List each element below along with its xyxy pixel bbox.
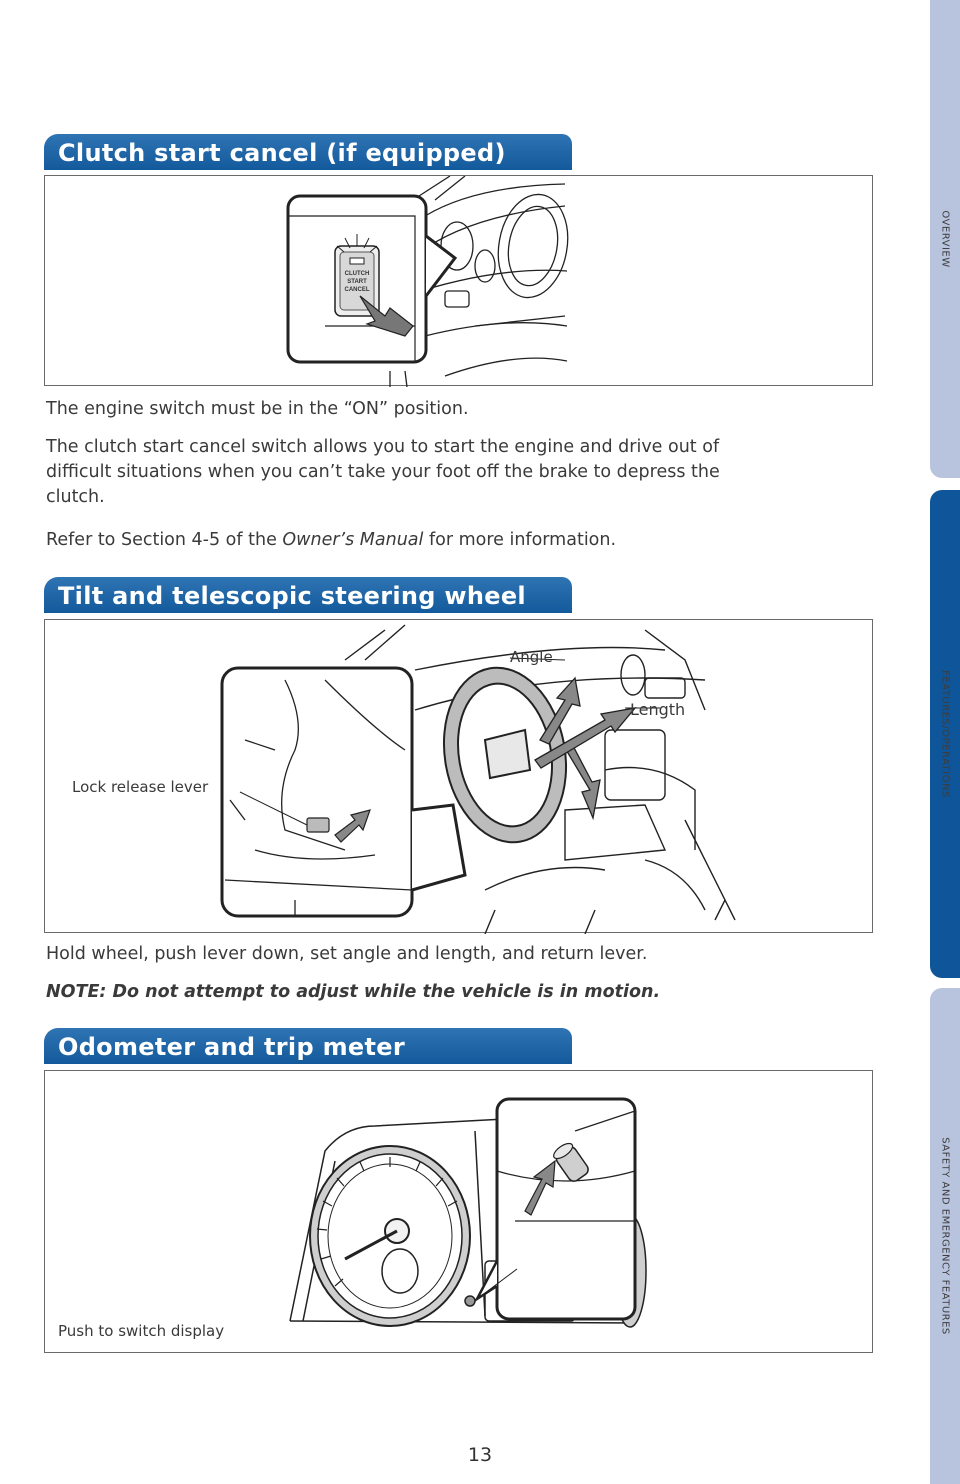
clutch-paragraph-3-pre: Refer to Section 4-5 of the — [46, 530, 283, 550]
clutch-paragraph-3-post: for more information. — [423, 530, 617, 550]
speedometer-ticks — [316, 1157, 458, 1287]
steering-illustration — [44, 619, 873, 934]
sidebar-tab-safety-label: SAFETY AND EMERGENCY FEATURES — [939, 1137, 951, 1335]
odometer-illustration — [44, 1070, 873, 1353]
clutch-paragraph-2-line-2: difficult situations when you can’t take… — [46, 462, 720, 482]
clutch-paragraph-3: Refer to Section 4-5 of the Owner’s Manu… — [46, 528, 876, 553]
clutch-paragraph-2: The clutch start cancel switch allows yo… — [46, 435, 876, 510]
callout-lock-release-lever: Lock release lever — [72, 778, 209, 796]
sidebar-tab-safety[interactable]: SAFETY AND EMERGENCY FEATURES — [930, 988, 960, 1484]
callout-length: Length — [630, 700, 686, 719]
callout-angle: Angle — [510, 648, 553, 666]
callout-push-to-switch-display: Push to switch display — [58, 1322, 225, 1340]
sidebar-tab-features-label: FEATURES/OPERATIONS — [939, 670, 951, 798]
sidebar-tab-overview-label: OVERVIEW — [939, 210, 951, 268]
switch-label-line-3: CANCEL — [345, 287, 370, 293]
tilt-paragraph-1: Hold wheel, push lever down, set angle a… — [46, 944, 648, 964]
switch-label-line-2: START — [347, 279, 367, 285]
tilt-section-title: Tilt and telescopic steering wheel — [44, 577, 572, 613]
lever-down-arrow-icon — [334, 809, 371, 843]
switch-label-line-1: CLUTCH — [345, 271, 370, 277]
clutch-illustration: CLUTCH START CANCEL — [44, 175, 873, 387]
push-button-arrow-icon — [524, 1159, 556, 1216]
owners-manual-reference: Owner’s Manual — [282, 530, 424, 550]
sidebar-tab-features[interactable]: FEATURES/OPERATIONS — [930, 490, 960, 978]
tilt-note: NOTE: Do not attempt to adjust while the… — [46, 982, 661, 1002]
push-arrow-icon — [359, 295, 414, 337]
page-number: 13 — [467, 1444, 493, 1466]
odometer-section-title: Odometer and trip meter — [44, 1028, 572, 1064]
clutch-paragraph-2-line-3: clutch. — [46, 487, 105, 507]
sidebar-tab-overview[interactable]: OVERVIEW — [930, 0, 960, 478]
clutch-paragraph-2-line-1: The clutch start cancel switch allows yo… — [46, 437, 720, 457]
clutch-section-title: Clutch start cancel (if equipped) — [44, 134, 572, 170]
clutch-paragraph-1: The engine switch must be in the “ON” po… — [46, 399, 469, 419]
